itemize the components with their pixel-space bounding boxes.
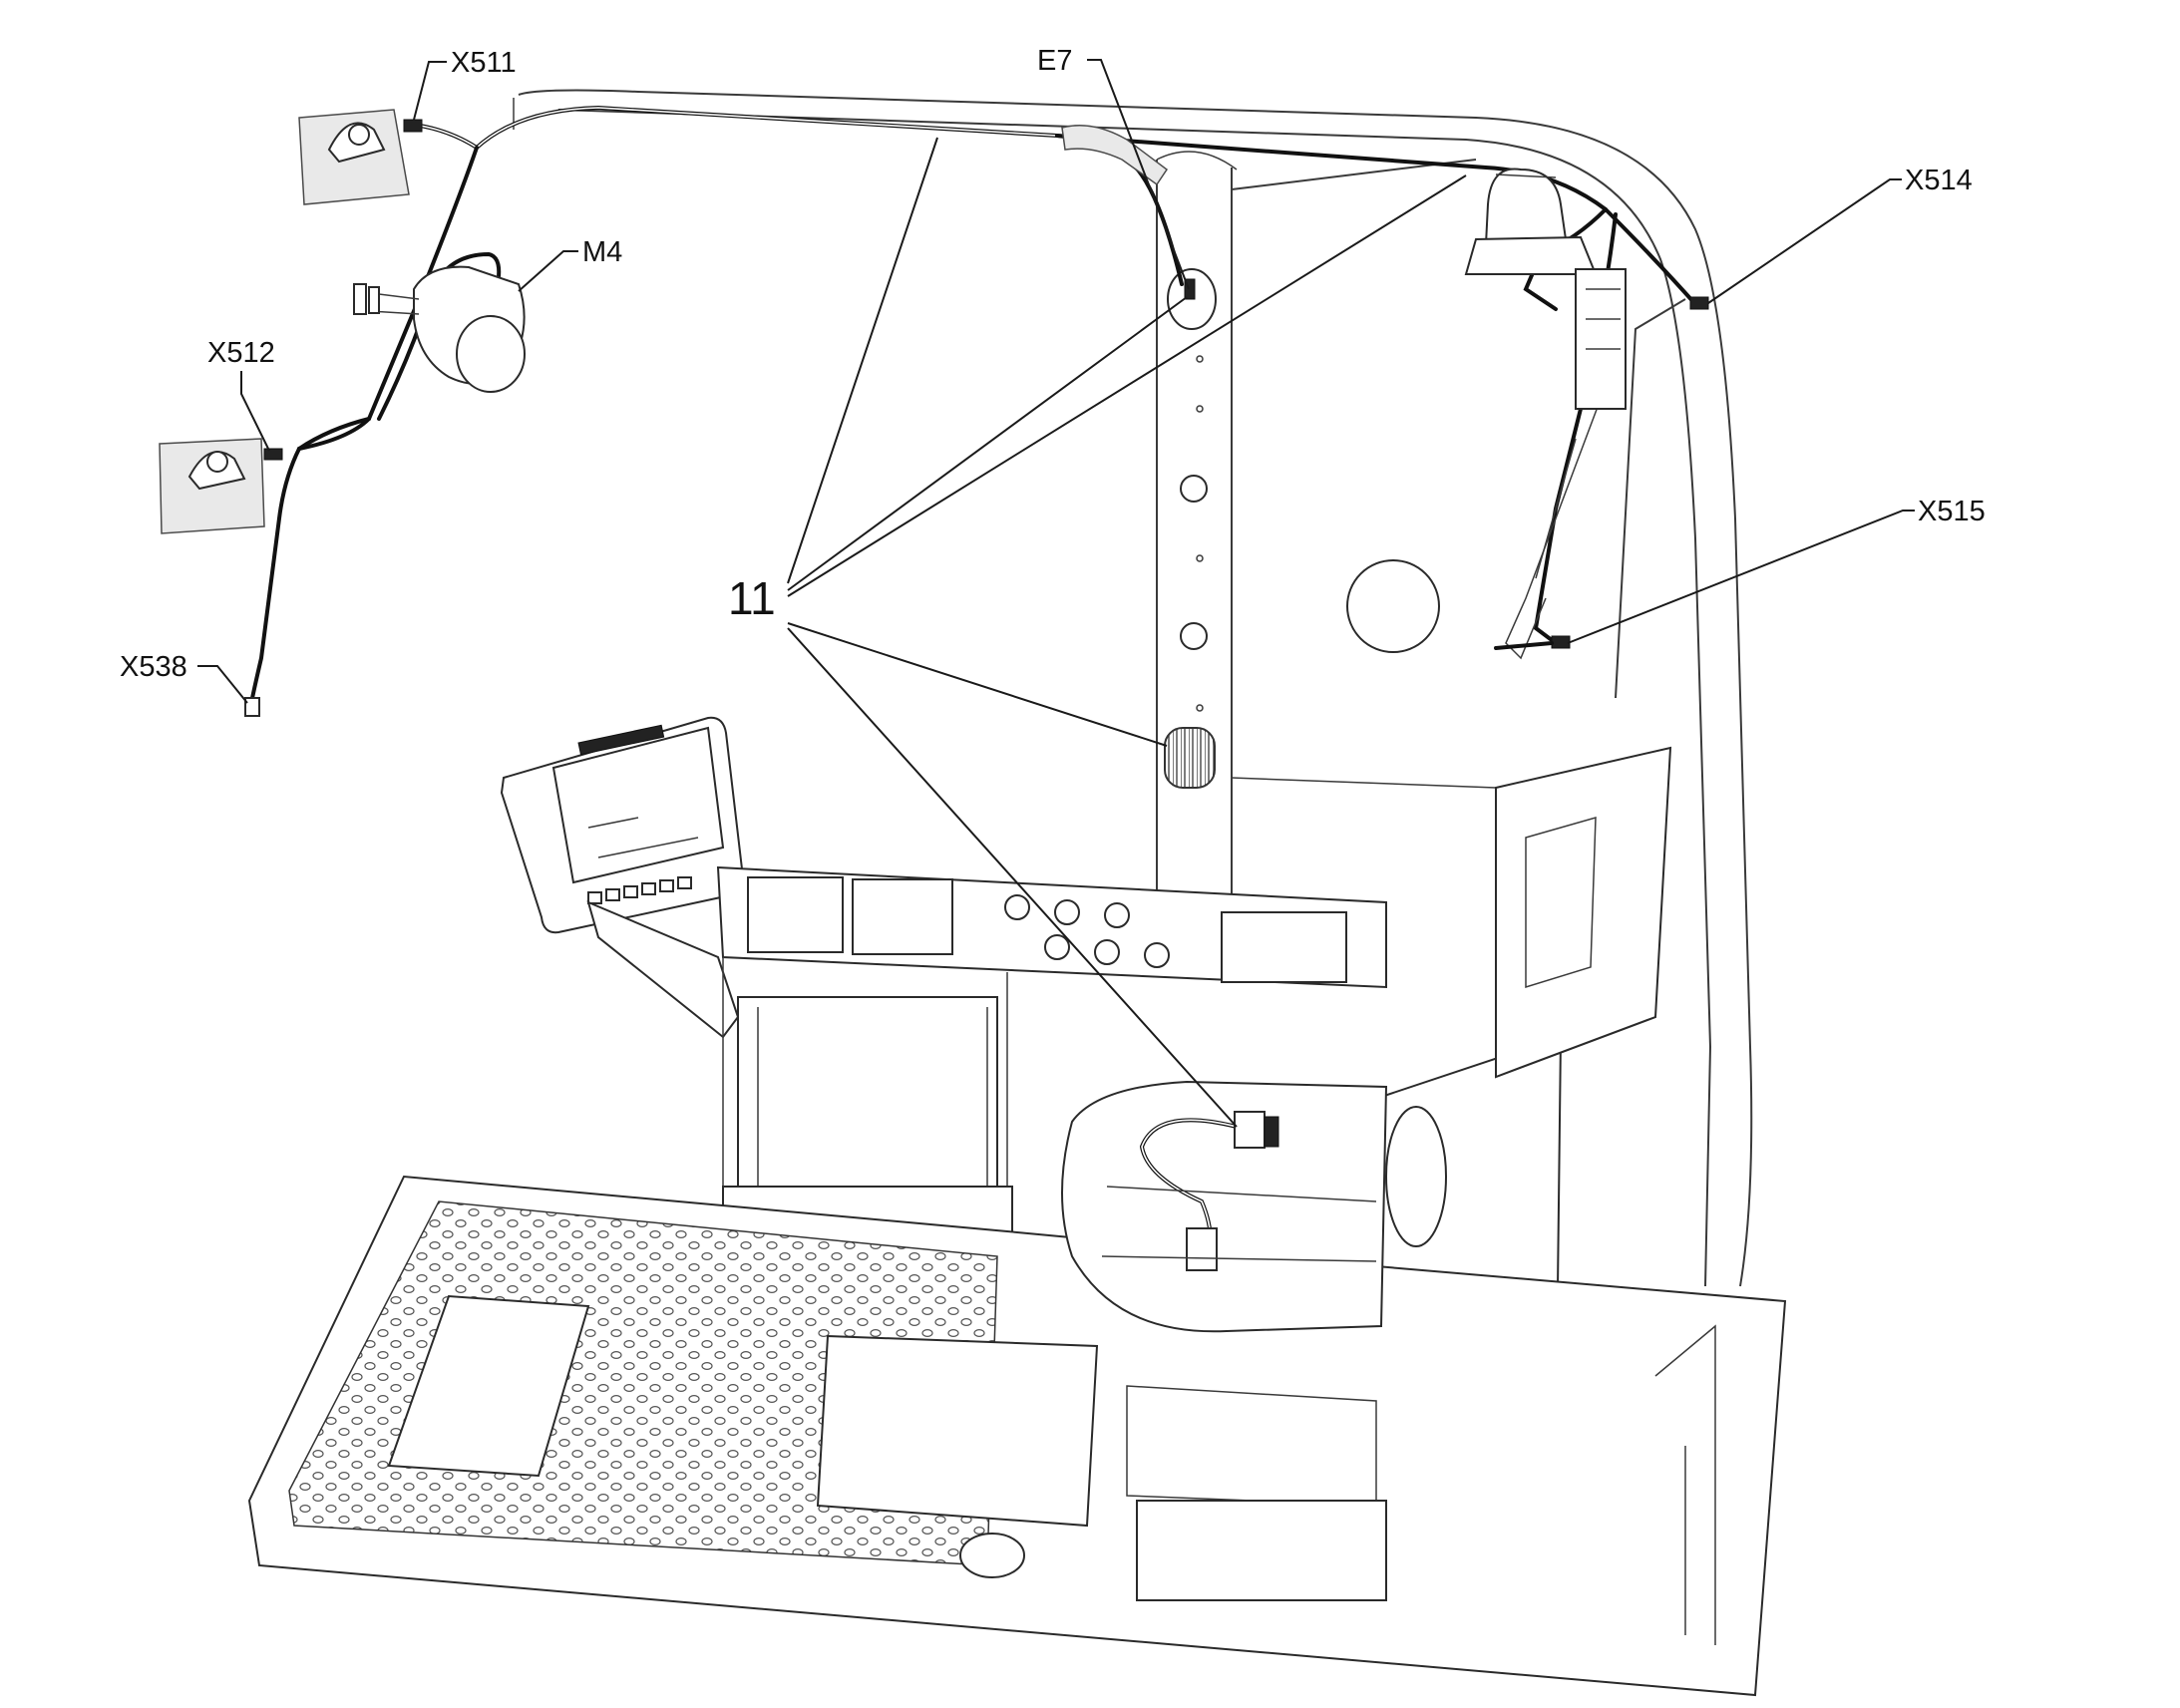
display-buttons	[587, 876, 692, 904]
label-x511: X511	[451, 47, 517, 79]
connector-x514	[1689, 296, 1709, 310]
connector-x538	[244, 697, 260, 717]
leader-lines	[197, 59, 1915, 1128]
detail-inset	[1061, 1080, 1388, 1333]
display-unit	[500, 716, 745, 1039]
label-m4: M4	[582, 236, 622, 268]
label-x538: X538	[120, 651, 187, 683]
speaker-x511	[298, 109, 423, 205]
callout-labels: X511 E7 M4 X514 X512 X515 11 X538	[120, 45, 1986, 683]
label-11: 11	[728, 572, 776, 624]
motor-m4	[353, 265, 526, 393]
console-knobs	[1004, 894, 1170, 968]
cab-frame	[513, 89, 1753, 1287]
roof-harness	[249, 105, 1702, 705]
post-holes	[1179, 284, 1209, 712]
connector-x515	[1494, 635, 1571, 650]
speaker-x512	[159, 438, 283, 534]
label-e7: E7	[1037, 45, 1072, 77]
label-x514: X514	[1905, 165, 1973, 196]
label-x515: X515	[1918, 496, 1986, 527]
grommet	[1164, 727, 1216, 789]
label-x512: X512	[207, 337, 275, 369]
floor-plate	[247, 1175, 1787, 1697]
beacon	[1464, 168, 1627, 410]
